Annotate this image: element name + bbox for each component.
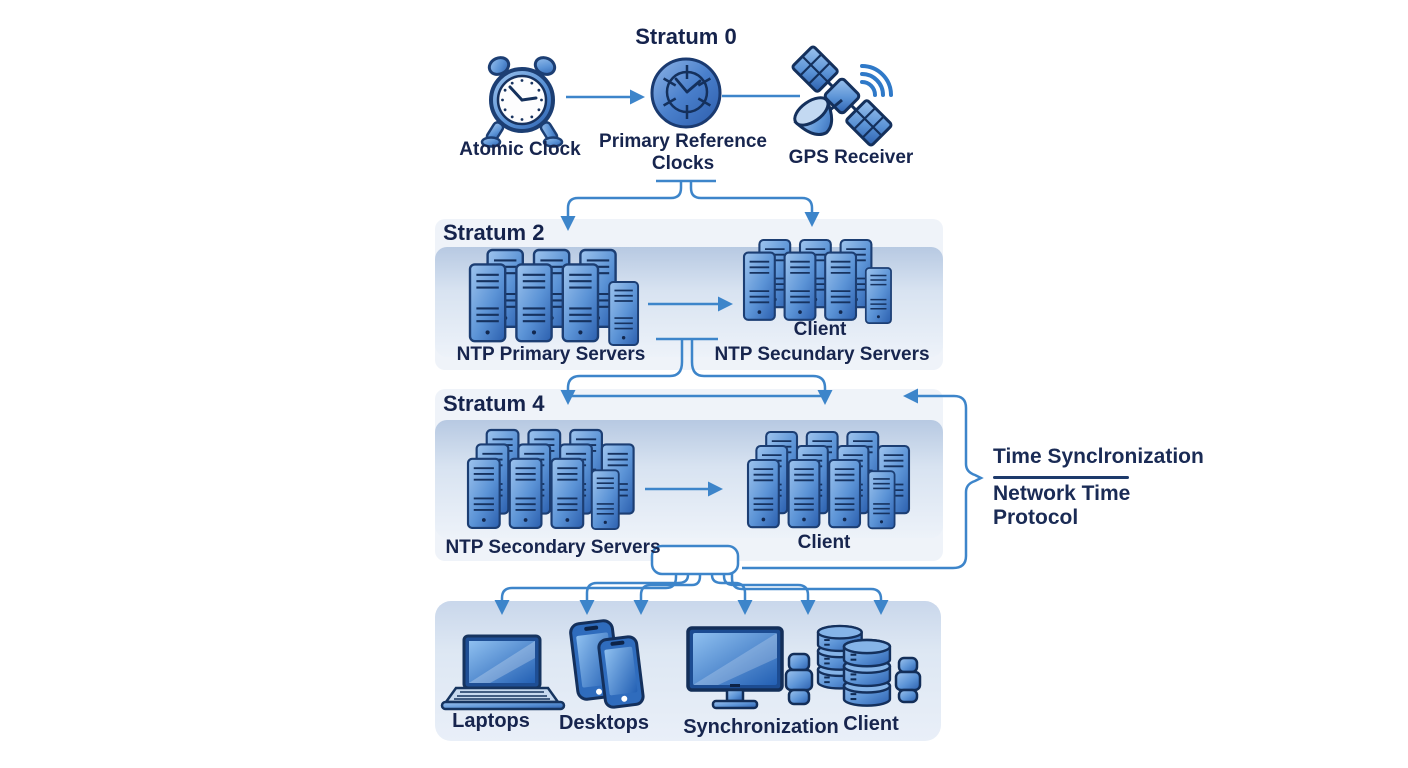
annotation-title: Time Synclronization [993, 445, 1204, 468]
stratum2-secondary-servers-label: NTP Secundary Servers [714, 344, 930, 365]
ntp-secondary-servers-stratum4-icon [468, 430, 634, 529]
alarm-clock-icon [480, 56, 564, 148]
primary-reference-clocks-label: Primary Reference Clocks [599, 131, 767, 174]
laptops-label: Laptops [452, 710, 530, 732]
client-servers-stratum4-icon [748, 432, 909, 528]
branch-stratum0-left [560, 181, 683, 231]
branch-clients-2 [579, 574, 690, 615]
atomic-clock-label: Atomic Clock [459, 139, 581, 160]
monitor-icon [686, 626, 814, 710]
reference-clock-icon [650, 57, 722, 129]
stratum4-title: Stratum 4 [443, 391, 545, 416]
signal-waves-icon [860, 64, 893, 97]
ntp-secondary-servers-label: NTP Secondary Servers [445, 537, 661, 558]
branch-clients-3 [633, 574, 702, 615]
stratum2-title: Stratum 2 [443, 220, 545, 245]
laptop-icon [440, 634, 566, 711]
branch-stratum2-left [560, 339, 684, 405]
ntp-primary-servers-label: NTP Primary Servers [456, 344, 646, 365]
branch-stratum2-right [690, 339, 833, 405]
smartphones-icon [569, 619, 645, 709]
client-gadget-icon [894, 656, 922, 704]
branch-stratum0-right [689, 181, 820, 227]
annotation-subtitle-2: Protocol [993, 506, 1079, 529]
stratum2-client-label: Client [793, 319, 847, 340]
junction-node [650, 544, 740, 576]
stratum4-client-label: Client [797, 532, 851, 553]
connectors [494, 89, 984, 615]
annotation-underline [993, 476, 1129, 479]
gps-receiver-label: GPS Receiver [788, 147, 914, 168]
gps-satellite-icon [791, 45, 893, 147]
sync-gadget-icon [784, 652, 814, 706]
client-devices-label: Client [843, 713, 899, 735]
annotation-subtitle-1: Network Time [993, 482, 1131, 505]
feedback-loop-arrow [742, 388, 984, 570]
desktops-label: Desktops [558, 712, 650, 734]
synchronization-label: Synchronization [683, 716, 839, 738]
database-stack-icon [816, 624, 922, 707]
branch-clients-5 [722, 574, 816, 615]
branch-clients-6 [730, 574, 889, 615]
stratum0-title: Stratum 0 [635, 24, 737, 49]
